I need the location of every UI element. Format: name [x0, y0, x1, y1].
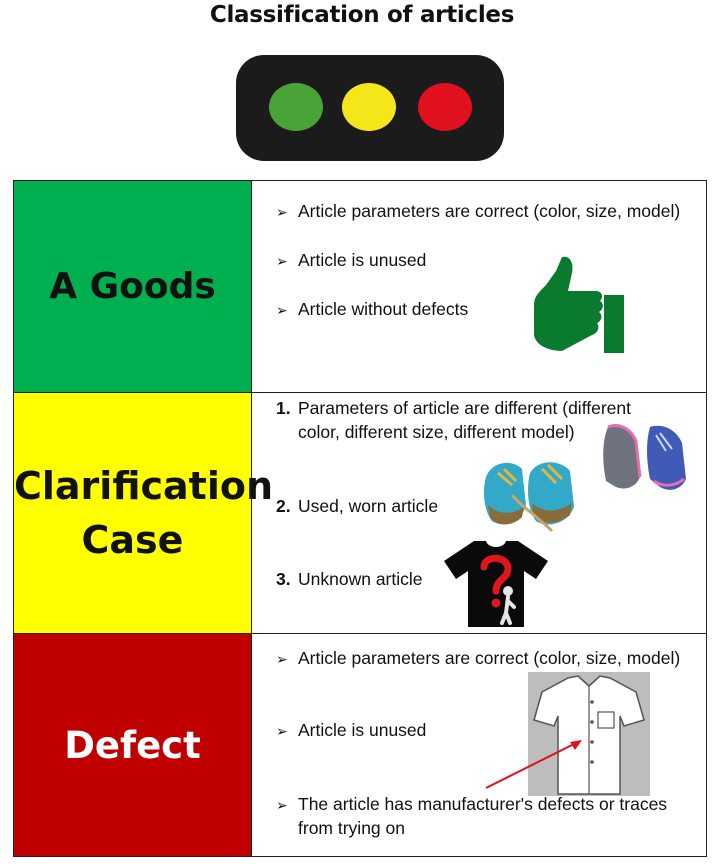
green-light-icon: [269, 83, 323, 131]
criteria-cell-defect: ➢Article parameters are correct (color, …: [251, 633, 707, 857]
list-item: ➢Article is unused: [276, 718, 426, 743]
shirt-defect-photo: [528, 672, 650, 796]
category-a-goods: A Goods: [13, 180, 252, 393]
question-mark-tshirt-photo: [444, 541, 548, 627]
list-item: ➢Article parameters are correct (color, …: [276, 646, 680, 671]
defect-arrow-icon: [485, 740, 582, 789]
red-light-icon: [418, 83, 472, 131]
arrow-bullet-icon: ➢: [276, 797, 288, 813]
list-item: ➢Article is unused: [276, 248, 426, 273]
list-item: 1.Parameters of article are different (d…: [276, 398, 631, 442]
list-item: 3.Unknown article: [276, 569, 423, 589]
arrow-bullet-icon: ➢: [276, 204, 288, 220]
traffic-light-icon: [236, 55, 504, 161]
classification-table: A Goods ➢Article parameters are correct …: [13, 180, 707, 857]
table-row-clarification-case: Clarification Case 1.Parameters of artic…: [13, 392, 707, 634]
criteria-cell-a-goods: ➢Article parameters are correct (color, …: [251, 180, 707, 393]
list-item: 2.Used, worn article: [276, 496, 439, 516]
criteria-cell-clarification-case: 1.Parameters of article are different (d…: [251, 392, 707, 634]
list-item: ➢Article without defects: [276, 297, 468, 322]
arrow-bullet-icon: ➢: [276, 651, 288, 667]
list-item: ➢Article parameters are correct (color, …: [276, 199, 680, 224]
category-defect: Defect: [13, 633, 252, 857]
table-row-a-goods: A Goods ➢Article parameters are correct …: [13, 180, 707, 393]
category-clarification-case: Clarification Case: [13, 392, 273, 634]
yellow-light-icon: [342, 83, 396, 131]
list-item: ➢The article has manufacturer's defects …: [276, 794, 668, 838]
arrow-bullet-icon: ➢: [276, 253, 288, 269]
worn-sneakers-photo: [484, 462, 574, 533]
table-row-defect: Defect ➢Article parameters are correct (…: [13, 633, 707, 857]
page-title: Classification of articles: [209, 2, 515, 28]
arrow-bullet-icon: ➢: [276, 723, 288, 739]
arrow-bullet-icon: ➢: [276, 302, 288, 318]
sneakers-pair-photo: [600, 421, 690, 499]
thumbs-up-icon: [534, 256, 624, 353]
